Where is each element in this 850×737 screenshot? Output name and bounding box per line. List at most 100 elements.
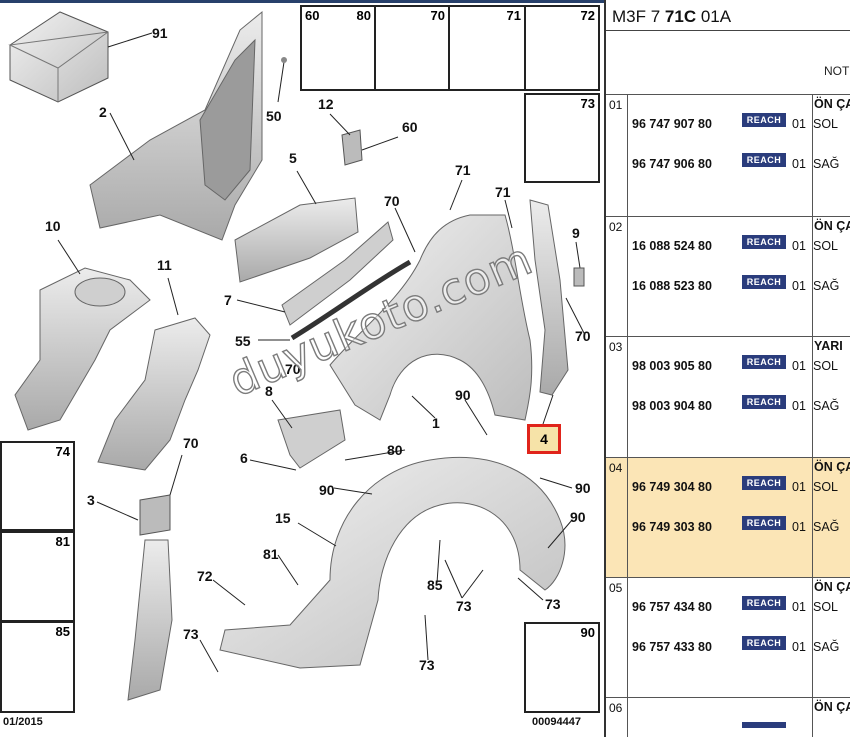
part-quantity: 01: [792, 239, 806, 253]
callout-c85[interactable]: 85: [427, 577, 443, 593]
part-91-clip-kit[interactable]: [8, 11, 153, 103]
reach-badge: REACH: [742, 596, 786, 610]
fastener-box-70[interactable]: 70: [374, 5, 450, 91]
part-3-support[interactable]: [96, 454, 183, 701]
part-2-wing-apron[interactable]: [89, 10, 263, 241]
part-quantity: 01: [792, 600, 806, 614]
callout-c10[interactable]: 10: [45, 218, 61, 234]
part-number[interactable]: 98 003 905 80: [632, 359, 712, 373]
callout-c90a[interactable]: 90: [455, 387, 471, 403]
fastener-box-90[interactable]: 90: [524, 622, 600, 713]
fastener-72-label: 72: [580, 8, 595, 23]
part-11-wheel-arch-inner[interactable]: [97, 277, 211, 471]
part-side: SAĞ: [813, 157, 840, 171]
part-8-6-brackets[interactable]: [249, 399, 346, 471]
part-description: ÖN ÇA: [814, 580, 850, 594]
part-12-bracket[interactable]: [329, 113, 399, 166]
callout-c70c[interactable]: 70: [575, 328, 591, 344]
part-side: SAĞ: [813, 279, 840, 293]
part-number[interactable]: 96 757 434 80: [632, 600, 712, 614]
ref-code: 71C: [664, 7, 697, 26]
part-number[interactable]: 96 749 304 80: [632, 480, 712, 494]
selected-part-callout[interactable]: 4: [527, 424, 561, 454]
part-number[interactable]: 96 757 433 80: [632, 640, 712, 654]
fastener-73-label: 73: [580, 96, 595, 111]
part-4-fender-bracket[interactable]: [529, 199, 569, 425]
part-15-wheel-arch-liner[interactable]: [219, 457, 566, 669]
fastener-box-85[interactable]: 85: [0, 621, 75, 713]
row-divider: [812, 95, 813, 216]
row-divider: [812, 458, 813, 577]
callout-c73b[interactable]: 73: [545, 596, 561, 612]
part-description: YARI: [814, 339, 843, 353]
callout-c72[interactable]: 72: [197, 568, 213, 584]
part-number[interactable]: 16 088 523 80: [632, 279, 712, 293]
part-number[interactable]: 96 747 906 80: [632, 157, 712, 171]
callout-c9[interactable]: 9: [572, 225, 580, 241]
row-index: 04: [609, 461, 623, 475]
callout-c60b[interactable]: 60: [402, 119, 418, 135]
callout-c81[interactable]: 81: [263, 546, 279, 562]
part-quantity: 01: [792, 399, 806, 413]
part-quantity: 01: [792, 640, 806, 654]
part-description: ÖN ÇA: [814, 97, 850, 111]
row-divider: [627, 698, 628, 737]
fastener-box-73[interactable]: 73: [524, 93, 600, 183]
part-10-wheel-arch-left[interactable]: [14, 239, 151, 431]
callout-c7[interactable]: 7: [224, 292, 232, 308]
part-1-front-fender[interactable]: [329, 214, 533, 421]
callout-c91[interactable]: 91: [152, 25, 168, 41]
part-7-bracket-rail[interactable]: [236, 221, 394, 326]
callout-c3[interactable]: 3: [87, 492, 95, 508]
fastener-box-71[interactable]: 71: [448, 5, 526, 91]
callout-c1[interactable]: 1: [432, 415, 440, 431]
callout-c70d[interactable]: 70: [183, 435, 199, 451]
callout-c90c[interactable]: 90: [575, 480, 591, 496]
part-side: SOL: [813, 239, 839, 253]
callout-c71b[interactable]: 71: [495, 184, 511, 200]
row-divider: [812, 578, 813, 697]
callout-c8[interactable]: 8: [265, 383, 273, 399]
part-number[interactable]: 96 749 303 80: [632, 520, 712, 534]
part-number[interactable]: 96 747 907 80: [632, 117, 712, 131]
part-number[interactable]: 16 088 524 80: [632, 239, 712, 253]
callout-c5[interactable]: 5: [289, 150, 297, 166]
callout-c12[interactable]: 12: [318, 96, 334, 112]
row-index: 03: [609, 340, 623, 354]
callout-c73c[interactable]: 73: [183, 626, 199, 642]
callout-c90b[interactable]: 90: [319, 482, 335, 498]
row-divider: [812, 337, 813, 457]
reach-badge: REACH: [742, 516, 786, 530]
callout-c11[interactable]: 11: [157, 257, 172, 273]
callout-c70b[interactable]: 70: [285, 361, 301, 377]
part-side: SOL: [813, 117, 839, 131]
part-number[interactable]: 98 003 904 80: [632, 399, 712, 413]
ref-prefix: M3F 7: [612, 7, 665, 26]
fastener-70-label: 70: [430, 8, 445, 23]
part-5-reinforcement[interactable]: [234, 170, 359, 283]
callout-c6[interactable]: 6: [240, 450, 248, 466]
callout-c90d[interactable]: 90: [570, 509, 586, 525]
callout-c71a[interactable]: 71: [455, 162, 471, 178]
callout-c50[interactable]: 50: [266, 108, 282, 124]
callout-c70a[interactable]: 70: [384, 193, 400, 209]
callout-c2[interactable]: 2: [99, 104, 107, 120]
fastener-box-60-80[interactable]: 60 80: [300, 5, 376, 91]
callout-c80[interactable]: 80: [387, 442, 403, 458]
callout-c55[interactable]: 55: [235, 333, 251, 349]
fastener-box-81[interactable]: 81: [0, 531, 75, 622]
fastener-box-72[interactable]: 72: [524, 5, 600, 91]
part-55-seal-strip[interactable]: [258, 259, 412, 341]
top-accent-bar: [0, 0, 604, 3]
callout-c73d[interactable]: 73: [419, 657, 435, 673]
callout-c73a[interactable]: 73: [456, 598, 472, 614]
fastener-box-74[interactable]: 74: [0, 441, 75, 531]
callout-c15[interactable]: 15: [275, 510, 291, 526]
ref-suffix: 01A: [696, 7, 732, 26]
